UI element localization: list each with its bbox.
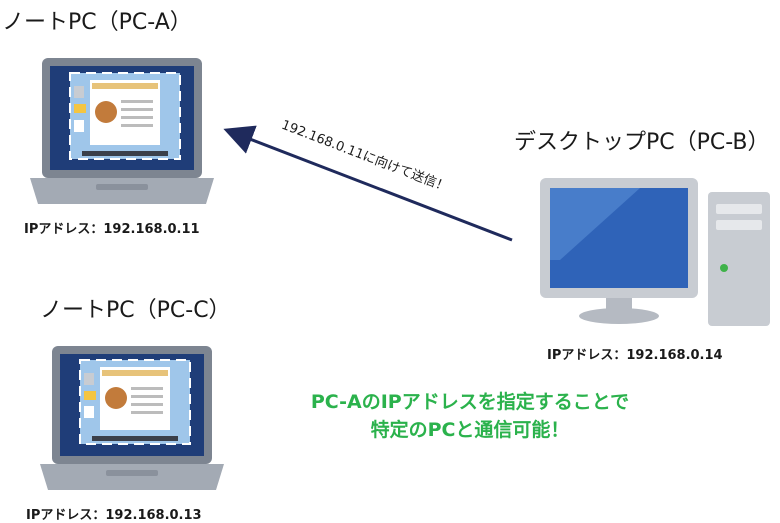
laptop-pc-a-icon (30, 58, 214, 204)
pc-c-ip-label: IPアドレス：192.168.0.13 (26, 508, 202, 523)
arrow-line (223, 125, 513, 242)
message-line-1: PC-AのIPアドレスを指定することで (310, 391, 630, 413)
laptop-pc-c-icon (40, 346, 224, 490)
pc-b-title: デスクトップPC（PC-B） (514, 130, 770, 155)
pc-c-title: ノートPC（PC-C） (40, 298, 231, 323)
pc-b-ip-label: IPアドレス：192.168.0.14 (547, 348, 723, 363)
message-block: PC-AのIPアドレスを指定することで 特定のPCと通信可能！ (250, 388, 690, 444)
pc-a-ip-label: IPアドレス：192.168.0.11 (24, 222, 200, 237)
pc-a-title: ノートPC（PC-A） (2, 10, 192, 35)
desktop-pc-b-icon (540, 178, 770, 326)
message-line-2: 特定のPCと通信可能！ (370, 419, 570, 441)
